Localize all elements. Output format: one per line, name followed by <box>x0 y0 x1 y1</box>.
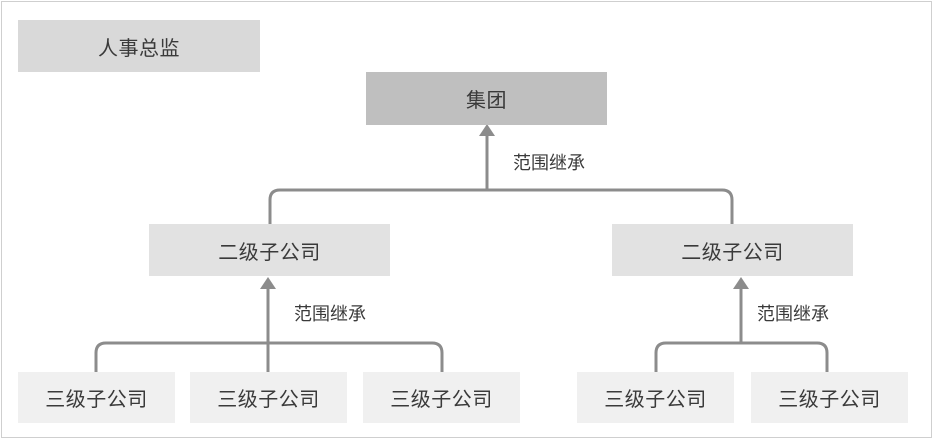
level3-node: 三级子公司 <box>363 372 520 423</box>
group-node: 集团 <box>366 72 607 125</box>
level3-node-label: 三级子公司 <box>217 387 320 411</box>
level3-node-label: 三级子公司 <box>778 387 881 411</box>
level3-node: 三级子公司 <box>751 372 908 423</box>
level2-node-label: 二级子公司 <box>218 239 321 264</box>
level3-node: 三级子公司 <box>190 372 347 423</box>
inherit-label-left: 范围继承 <box>294 304 366 325</box>
connector-right-branch <box>654 341 829 372</box>
level2-node-left: 二级子公司 <box>149 224 390 276</box>
arrowhead-left <box>260 277 276 289</box>
connector-root-branch <box>268 188 734 224</box>
hr-director-box: 人事总监 <box>18 20 260 72</box>
inherit-label-right: 范围继承 <box>757 304 829 325</box>
group-node-label: 集团 <box>466 88 507 112</box>
level3-node-label: 三级子公司 <box>390 387 493 411</box>
level3-node-label: 三级子公司 <box>604 387 707 411</box>
level3-node: 三级子公司 <box>18 372 175 423</box>
level3-node-label: 三级子公司 <box>45 387 148 411</box>
level3-node: 三级子公司 <box>577 372 734 423</box>
hr-director-label: 人事总监 <box>98 35 180 60</box>
level2-node-right: 二级子公司 <box>612 224 853 276</box>
arrowhead-right <box>733 277 749 289</box>
inherit-label-root: 范围继承 <box>513 153 585 174</box>
level2-node-label: 二级子公司 <box>681 239 784 264</box>
arrowhead-root <box>479 124 495 136</box>
